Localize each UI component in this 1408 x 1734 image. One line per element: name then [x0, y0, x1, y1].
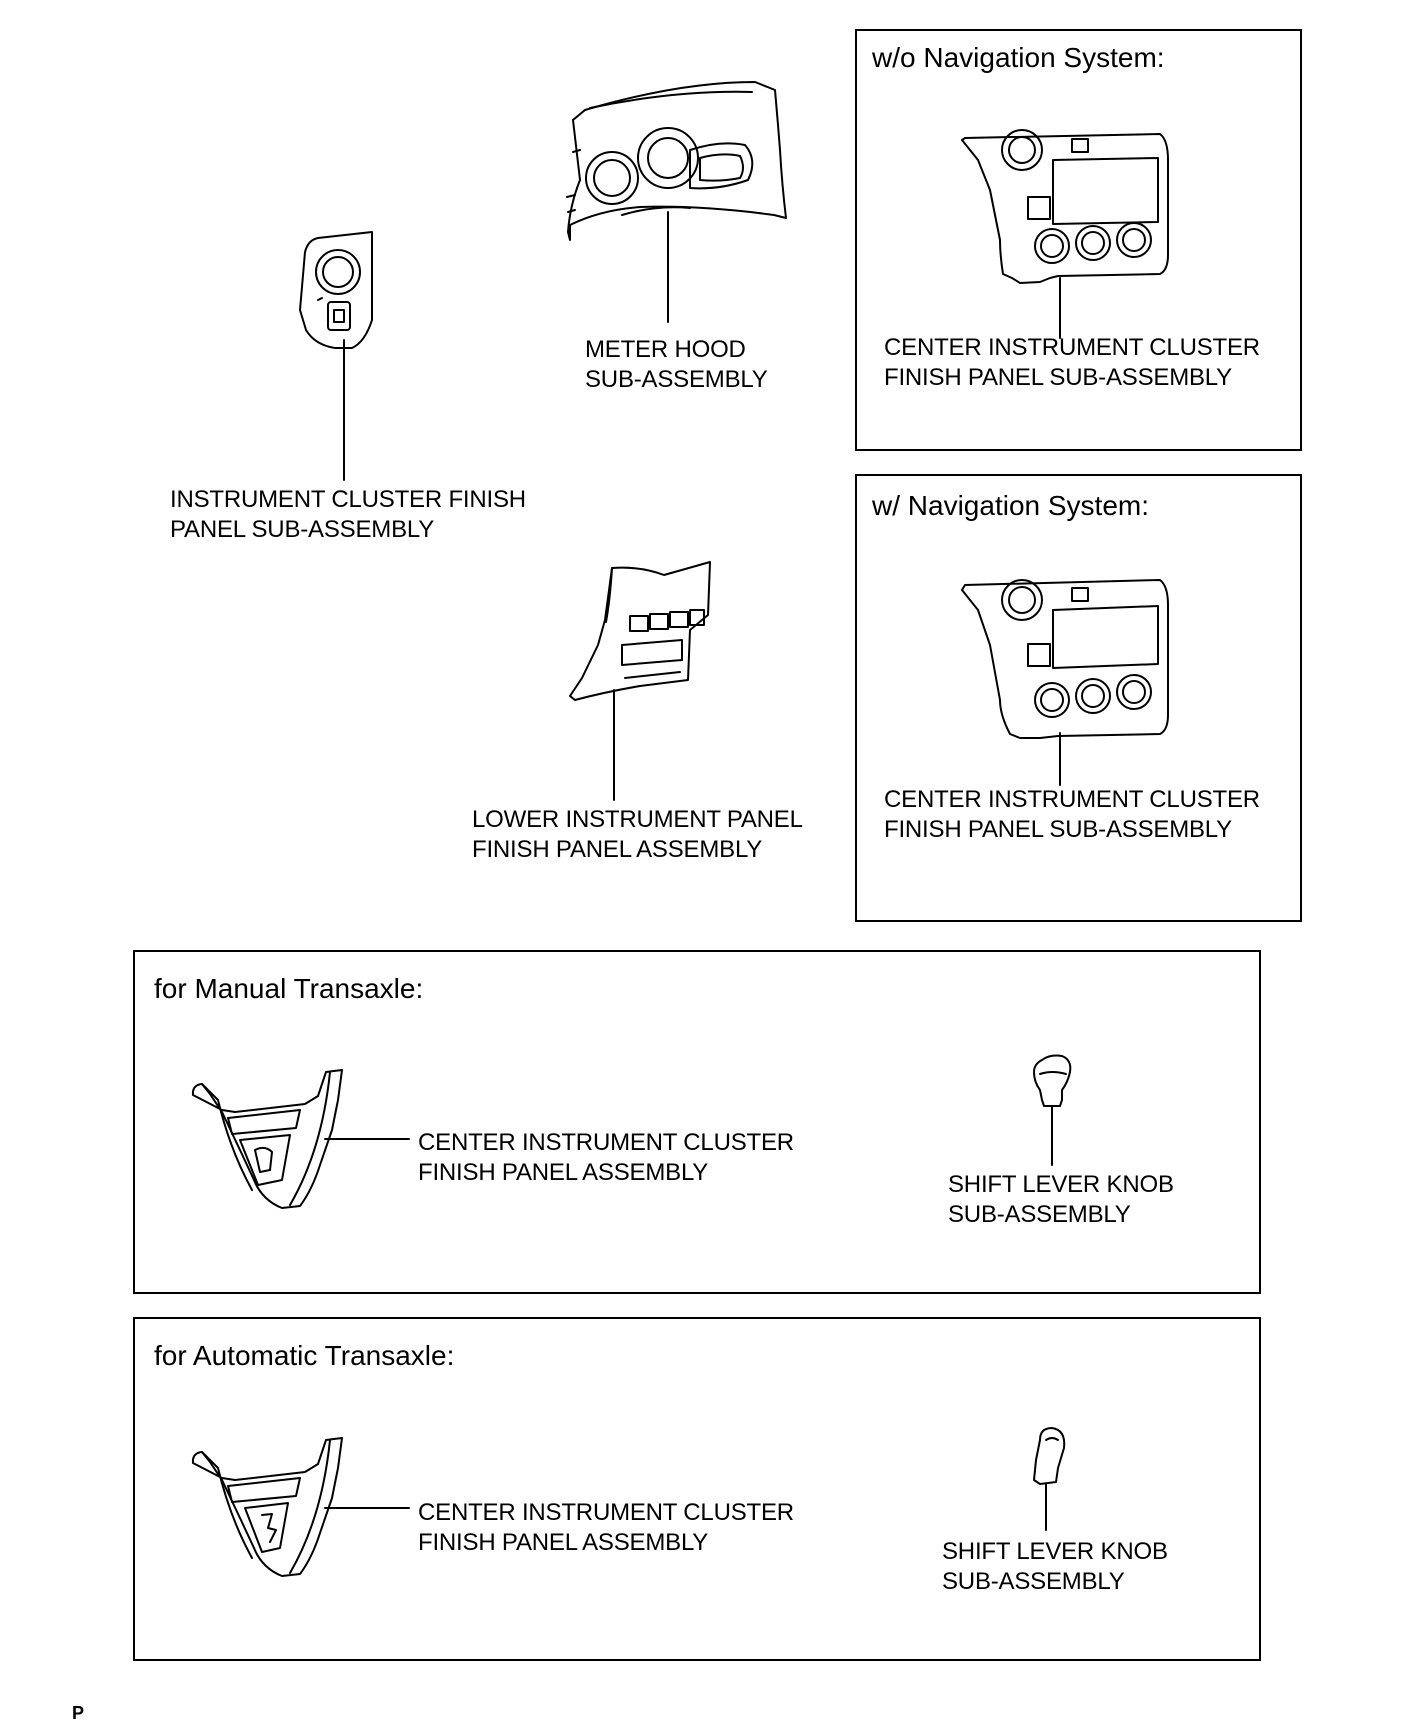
box-automatic-transaxle	[133, 1317, 1261, 1661]
automatic-console-panel-label-line-1: CENTER INSTRUMENT CLUSTER	[418, 1499, 794, 1526]
manual-shift-knob-label: SHIFT LEVER KNOB SUB-ASSEMBLY	[948, 1170, 1174, 1230]
meter-hood-label: METER HOOD SUB-ASSEMBLY	[585, 335, 768, 395]
automatic-shift-knob-illustration	[1033, 1427, 1066, 1485]
manual-transaxle-title: for Manual Transaxle:	[154, 973, 424, 1004]
center-panel-with-navigation-label: CENTER INSTRUMENT CLUSTER FINISH PANEL S…	[884, 785, 1260, 845]
manual-shift-knob-illustration	[1033, 1054, 1072, 1107]
lower-instrument-panel-label-line-1: LOWER INSTRUMENT PANEL	[472, 806, 803, 833]
center-panel-with-navigation-label-line-2: FINISH PANEL SUB-ASSEMBLY	[884, 816, 1232, 843]
meter-hood-label-line-1: METER HOOD	[585, 336, 746, 363]
meter-hood-illustration	[566, 81, 787, 241]
manual-shift-knob-label-line-1: SHIFT LEVER KNOB	[948, 1171, 1174, 1198]
instrument-cluster-finish-panel-label-line-1: INSTRUMENT CLUSTER FINISH	[170, 486, 526, 513]
manual-console-panel-label-line-2: FINISH PANEL ASSEMBLY	[418, 1159, 709, 1186]
automatic-transaxle-title: for Automatic Transaxle:	[154, 1340, 455, 1371]
lower-instrument-panel-label: LOWER INSTRUMENT PANEL FINISH PANEL ASSE…	[472, 805, 803, 865]
box-without-navigation	[855, 29, 1302, 451]
center-panel-without-navigation-label: CENTER INSTRUMENT CLUSTER FINISH PANEL S…	[884, 333, 1260, 393]
automatic-shift-knob-label-line-1: SHIFT LEVER KNOB	[942, 1538, 1168, 1565]
lower-instrument-panel-illustration	[569, 561, 711, 701]
automatic-console-panel-illustration	[191, 1437, 343, 1577]
center-panel-without-navigation-illustration	[961, 129, 1169, 284]
meter-hood-label-line-2: SUB-ASSEMBLY	[585, 366, 768, 393]
center-panel-with-navigation-illustration	[961, 579, 1169, 739]
footer-code: P	[72, 1703, 85, 1723]
center-panel-without-navigation-label-line-2: FINISH PANEL SUB-ASSEMBLY	[884, 364, 1232, 391]
instrument-cluster-finish-panel-label: INSTRUMENT CLUSTER FINISH PANEL SUB-ASSE…	[170, 485, 526, 545]
automatic-shift-knob-label-line-2: SUB-ASSEMBLY	[942, 1568, 1125, 1595]
automatic-console-panel-label-line-2: FINISH PANEL ASSEMBLY	[418, 1529, 709, 1556]
with-navigation-title: w/ Navigation System:	[872, 490, 1149, 521]
box-manual-transaxle	[133, 950, 1261, 1294]
center-panel-with-navigation-label-line-1: CENTER INSTRUMENT CLUSTER	[884, 786, 1260, 813]
lower-instrument-panel-label-line-2: FINISH PANEL ASSEMBLY	[472, 836, 763, 863]
manual-console-panel-label-line-1: CENTER INSTRUMENT CLUSTER	[418, 1129, 794, 1156]
automatic-shift-knob-label: SHIFT LEVER KNOB SUB-ASSEMBLY	[942, 1537, 1168, 1597]
automatic-console-panel-label: CENTER INSTRUMENT CLUSTER FINISH PANEL A…	[418, 1498, 794, 1558]
instrument-cluster-finish-panel-label-line-2: PANEL SUB-ASSEMBLY	[170, 516, 435, 543]
box-with-navigation	[855, 474, 1302, 922]
manual-console-panel-illustration	[191, 1069, 343, 1209]
without-navigation-title: w/o Navigation System:	[872, 42, 1165, 73]
manual-console-panel-label: CENTER INSTRUMENT CLUSTER FINISH PANEL A…	[418, 1128, 794, 1188]
instrument-cluster-finish-panel-illustration	[299, 231, 373, 349]
center-panel-without-navigation-label-line-1: CENTER INSTRUMENT CLUSTER	[884, 334, 1260, 361]
manual-shift-knob-label-line-2: SUB-ASSEMBLY	[948, 1201, 1131, 1228]
